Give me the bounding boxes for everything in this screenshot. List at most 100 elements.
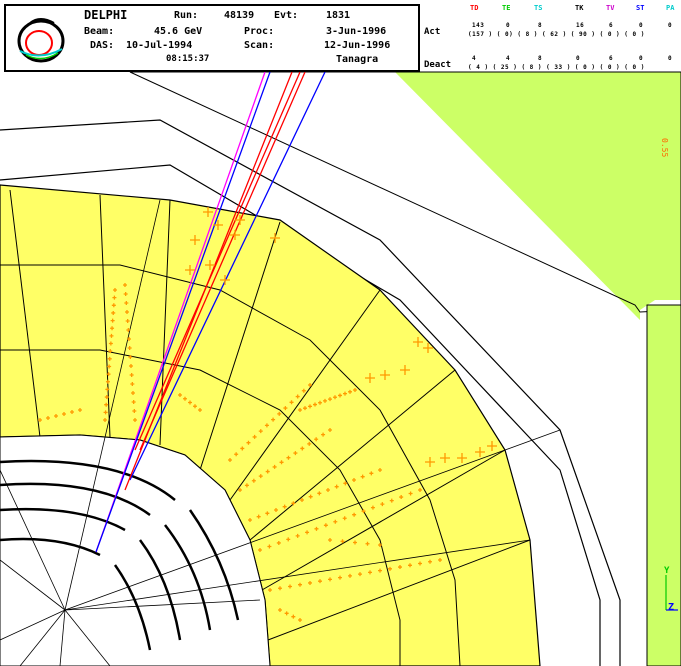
hit-marker — [123, 283, 127, 287]
hit-marker — [38, 418, 42, 422]
hit-marker — [104, 402, 109, 407]
hit-marker — [125, 310, 129, 314]
act-4: 16 — [576, 22, 585, 29]
hit-marker — [178, 393, 182, 397]
hit-marker — [423, 343, 433, 353]
axis-z-label: Z — [668, 602, 675, 613]
event-info-panel: DELPHI Run: 48139 Evt: 1831 Beam: 45.6 G… — [4, 4, 420, 72]
hit-marker — [338, 393, 342, 398]
hit-marker — [303, 406, 307, 411]
act-1: 143 — [472, 22, 485, 29]
hit-marker — [268, 588, 272, 592]
hit-marker — [348, 389, 352, 394]
hit-marker — [188, 400, 192, 405]
hit-marker — [265, 469, 270, 474]
act-label: Act — [424, 27, 441, 37]
hit-marker — [107, 356, 112, 361]
hit-marker — [277, 411, 282, 416]
hit-marker — [274, 508, 278, 512]
hit-marker — [314, 437, 319, 442]
hit-marker — [235, 215, 245, 225]
hit-marker — [380, 370, 390, 380]
hit-marker — [256, 514, 261, 519]
hit-marker — [103, 418, 107, 422]
hit-marker — [78, 408, 82, 412]
hit-marker — [323, 398, 327, 403]
hit-marker — [258, 548, 262, 552]
hit-marker — [130, 382, 135, 386]
hit-marker — [124, 301, 129, 305]
hit-marker — [328, 577, 332, 582]
tracker-layers — [0, 459, 240, 651]
hit-marker — [271, 417, 276, 422]
hit-marker — [293, 451, 298, 456]
hit-marker — [307, 441, 312, 446]
hit-marker — [238, 488, 242, 492]
hit-marker — [300, 446, 305, 451]
hit-marker — [283, 406, 288, 411]
deact-3: 8 — [538, 55, 543, 62]
hit-marker — [230, 230, 240, 240]
hit-marker — [131, 391, 135, 395]
hit-marker — [108, 341, 113, 346]
deact-7: 0 — [668, 55, 673, 62]
hit-marker — [295, 394, 300, 399]
hit-marker — [378, 568, 382, 573]
hit-marker — [111, 303, 116, 308]
hit-marker — [338, 575, 342, 580]
particle-tracks — [95, 71, 326, 553]
hit-marker — [413, 337, 423, 347]
hit-marker — [475, 447, 485, 457]
det-td: TD — [470, 4, 479, 12]
hit-marker — [110, 326, 115, 331]
hit-marker — [46, 416, 50, 420]
hit-marker — [252, 434, 257, 439]
hit-marker — [343, 391, 347, 396]
hit-marker — [54, 414, 58, 418]
hit-marker — [298, 582, 302, 587]
hit-marker — [487, 441, 497, 451]
calorimeter-segments — [0, 189, 531, 666]
hit-marker — [333, 519, 338, 524]
det-ts: TS — [534, 4, 543, 12]
hit-marker — [190, 235, 200, 245]
proc-value: 3-Jun-1996 — [326, 26, 387, 37]
calorimeter-hits — [38, 207, 497, 622]
act-5: 6 — [609, 22, 614, 29]
hit-marker — [300, 498, 304, 502]
hit-marker — [314, 526, 319, 531]
site-name: Tanagra — [336, 54, 379, 65]
hit-marker — [270, 233, 280, 243]
hit-marker — [288, 584, 292, 589]
hit-marker — [126, 328, 131, 332]
hit-marker — [106, 372, 111, 377]
act-6: 0 — [639, 22, 644, 29]
hit-marker — [328, 538, 332, 542]
hit-marker — [103, 410, 108, 415]
vertex-fan-lines — [0, 199, 561, 666]
hit-marker — [107, 364, 112, 369]
hit-marker — [365, 373, 375, 383]
act-2: 0 — [506, 22, 511, 29]
hit-marker — [295, 533, 300, 538]
det-pa: PA — [666, 4, 675, 12]
evt-label: Evt: — [274, 10, 299, 21]
hit-marker — [70, 410, 74, 414]
scan-label: Scan: — [244, 40, 275, 51]
hit-marker — [323, 523, 328, 528]
hit-marker — [286, 537, 291, 542]
deact-4: 0 — [576, 55, 581, 62]
time-value: 08:15:37 — [166, 54, 210, 64]
hit-marker — [333, 395, 337, 400]
hit-marker — [240, 446, 245, 451]
beam-label: Beam: — [84, 26, 115, 37]
det-te: TE — [502, 4, 511, 12]
hit-marker — [248, 518, 252, 522]
hit-marker — [368, 570, 372, 575]
hit-marker — [342, 516, 347, 521]
hit-marker — [279, 460, 284, 465]
run-label: Run: — [174, 10, 199, 21]
hit-marker — [129, 364, 133, 368]
deact-2: 4 — [506, 55, 511, 62]
hit-marker — [132, 409, 137, 413]
